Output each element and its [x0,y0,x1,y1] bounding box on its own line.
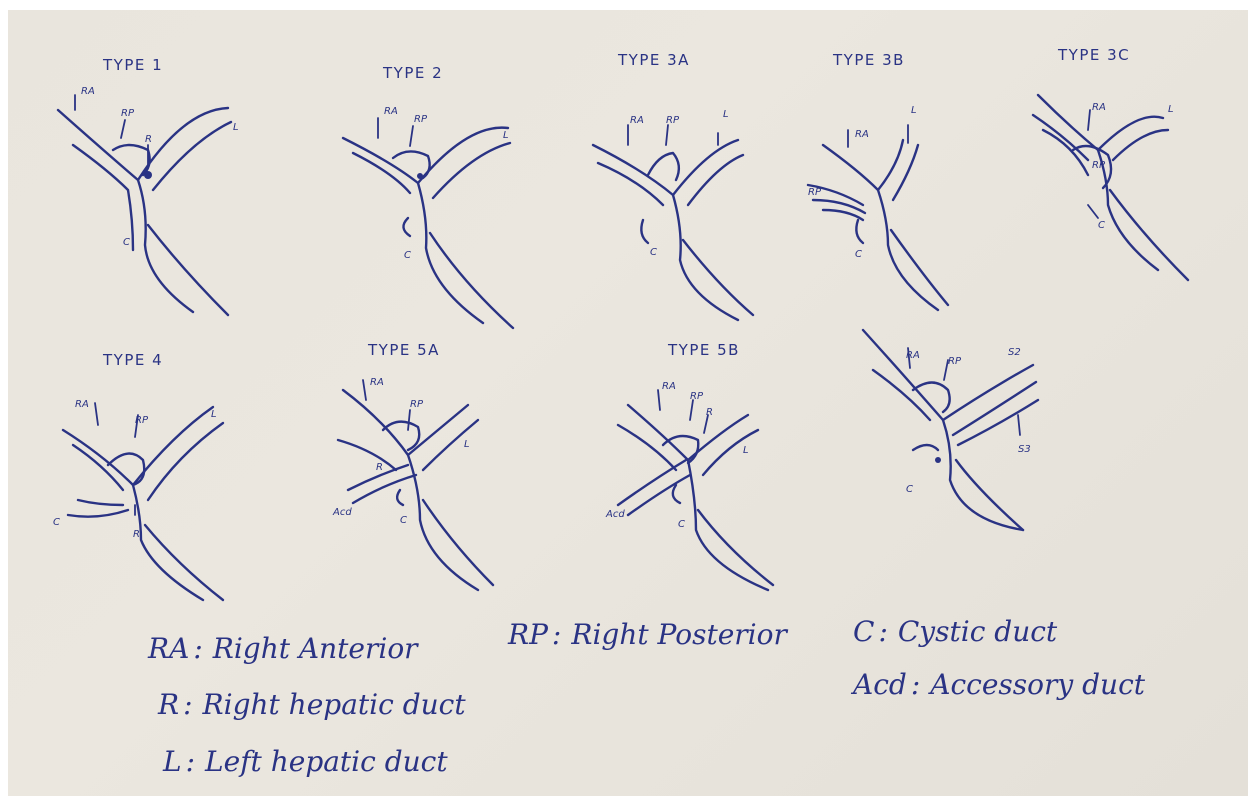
diagram-title: TYPE 4 [102,351,163,369]
label-c: C [123,237,130,248]
label-l: L [503,130,509,141]
label-ra: RA [384,106,398,117]
legend-key: C [853,615,874,648]
label-rp: RP [121,108,135,119]
label-ra: RA [630,115,644,126]
legend-l: L:Left hepatic duct [163,745,448,778]
diagram-title: TYPE 1 [102,56,163,74]
label-rp: RP [135,415,149,426]
diagram-title: TYPE 5B [667,341,740,359]
diagram-segmental-variant: RA RP S2 S3 C [863,330,1038,530]
label-rp: RP [1092,160,1106,171]
paper-sheet: TYPE 1 RA RP R L C TYPE 2 [8,10,1248,796]
label-c: C [53,517,60,528]
label-rp: RP [666,115,680,126]
diagram-title: TYPE 3C [1057,46,1130,64]
legend-text: Right Posterior [571,618,786,651]
label-l: L [723,109,729,120]
legend-ra: RA:Right Anterior [148,632,418,665]
legend-key: Acd [853,668,907,701]
label-rp: RP [410,399,424,410]
diagram-type-1: TYPE 1 RA RP R L C [58,56,239,315]
diagram-type-5b: TYPE 5B RA RP R L C Acd [605,341,773,590]
label-l: L [233,122,239,133]
diagram-type-5a: TYPE 5A RA RP R L C Acd [332,341,493,590]
diagram-type-3c: TYPE 3C RA RP L C [1033,46,1188,280]
label-ra: RA [855,129,869,140]
legend-text: Left hepatic duct [205,745,448,778]
diagram-type-3a: TYPE 3A RA RP L C [593,51,753,320]
label-l: L [911,105,917,116]
diagram-title: TYPE 2 [382,64,443,82]
diagram-type-4: TYPE 4 RA RP R L C [53,351,223,600]
legend-text: Right hepatic duct [203,688,466,721]
legend-key: RA [148,632,189,665]
label-acd: Acd [605,509,625,520]
label-rp: RP [414,114,428,125]
label-c: C [650,247,657,258]
diagram-type-2: TYPE 2 RA RP L C [343,64,513,328]
legend-text: Accessory duct [930,668,1145,701]
label-ra: RA [662,381,676,392]
label-ra: RA [75,399,89,410]
diagram-type-3b: TYPE 3B RA RP L C [808,51,948,310]
label-c: C [906,484,913,495]
legend-text: Right Anterior [213,632,418,665]
label-acd: Acd [332,507,352,518]
legend-r: R:Right hepatic duct [158,688,466,721]
label-c: C [400,515,407,526]
label-s2: S2 [1008,347,1021,358]
label-l: L [464,439,470,450]
label-ra: RA [81,86,95,97]
label-rp: RP [948,356,962,367]
label-ra: RA [370,377,384,388]
label-c: C [1098,220,1105,231]
legend-key: R [158,688,179,721]
label-r: R [133,529,140,540]
label-l: L [1168,104,1174,115]
label-l: L [211,409,217,420]
label-r: R [145,134,152,145]
diagram-title: TYPE 5A [367,341,440,359]
legend-acd: Acd:Accessory duct [853,668,1145,701]
legend-c: C:Cystic duct [853,615,1057,648]
label-ra: RA [1092,102,1106,113]
diagram-title: TYPE 3B [832,51,905,69]
label-rp: RP [808,187,822,198]
legend-rp: RP:Right Posterior [508,618,787,651]
label-rp: RP [690,391,704,402]
label-r: R [376,462,383,473]
label-c: C [855,249,862,260]
legend-key: L [163,745,182,778]
legend-key: RP [508,618,548,651]
label-c: C [404,250,411,261]
legend-text: Cystic duct [898,615,1057,648]
label-c: C [678,519,685,530]
label-ra: RA [906,350,920,361]
label-s3: S3 [1018,444,1031,455]
label-r: R [706,407,713,418]
label-l: L [743,445,749,456]
diagram-title: TYPE 3A [617,51,690,69]
